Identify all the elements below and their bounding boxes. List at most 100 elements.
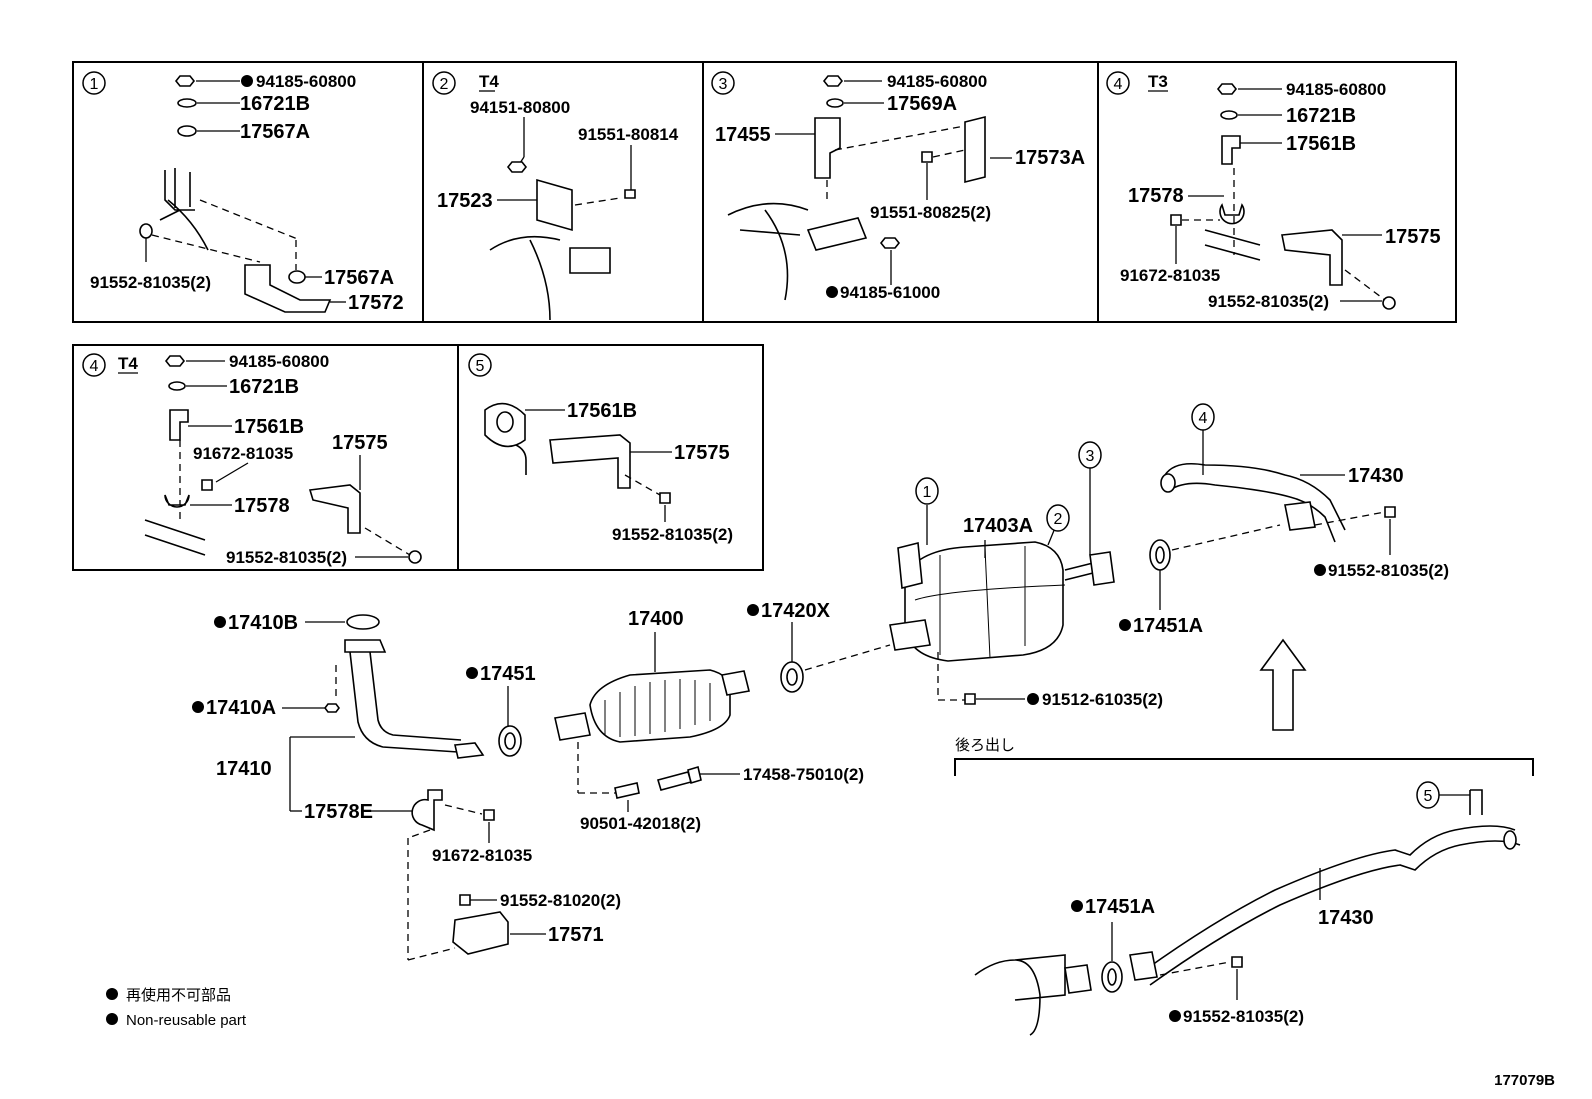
part-number-label: 17578 (234, 495, 290, 517)
callout-number: 3 (719, 76, 728, 93)
nut-icon (1216, 83, 1238, 95)
detail-box-1: 1 94185-60800 16721B 17567A 91552-81035(… (72, 61, 424, 323)
part-number-label: 94185-60800 (229, 352, 329, 371)
bracket-icon (452, 911, 509, 955)
part-number-label: 91672-81035 (1120, 266, 1220, 285)
detail-box-4-t4: 4 T4 94185-60800 16721B 17561B 91672-810… (72, 344, 459, 571)
legend-line-jp: 再使用不可部品 (126, 987, 231, 1004)
part-number-label: 17410 (216, 758, 272, 780)
variant-tag: T4 (118, 354, 138, 373)
bolt-icon (656, 765, 702, 791)
legend: 再使用不可部品 Non-reusable part (106, 987, 247, 1029)
callout-circle (1078, 441, 1102, 469)
part-number-label: 91552-81035(2) (1328, 561, 1449, 580)
callout-number: 5 (1424, 788, 1433, 805)
nut-icon (506, 161, 528, 173)
bolt-icon (659, 492, 671, 504)
part-number-label: 17571 (548, 924, 604, 946)
pipe-flange-icon (569, 247, 611, 274)
part-number-label: 17410B (228, 612, 298, 634)
part-number-label: 17451A (1133, 615, 1203, 637)
part-number-label: 17523 (437, 190, 493, 212)
part-number-label: 90501-42018(2) (580, 814, 701, 833)
bolt-icon (1170, 214, 1182, 226)
part-number-label: 16721B (229, 376, 299, 398)
non-reusable-bullet-icon (106, 988, 118, 1000)
part-number-label: 91551-80825(2) (870, 203, 991, 222)
bolt-icon (964, 693, 976, 705)
callout-number: 4 (1114, 76, 1123, 93)
part-number-label: 91552-81020(2) (500, 891, 621, 910)
pipe-flange-icon (344, 639, 387, 653)
stud-icon (614, 782, 640, 799)
bracket-icon (814, 117, 841, 179)
part-number-label: 17400 (628, 608, 684, 630)
part-number-label: 16721B (240, 93, 310, 115)
nut-icon (879, 237, 901, 249)
part-number-label: 91672-81035 (432, 846, 532, 865)
part-number-label: 94185-60800 (1286, 80, 1386, 99)
muffler-body-icon (727, 202, 809, 301)
pipe-flange-icon (721, 670, 750, 696)
pipe-flange-icon (1064, 964, 1092, 994)
hanger-bracket-icon (1221, 135, 1241, 165)
bracket-icon (536, 178, 573, 232)
bolt-icon (459, 894, 471, 906)
detail-box-2: 2 T4 94151-80800 91551-80814 17523 (422, 61, 704, 323)
callout-circle (82, 71, 106, 95)
legend-line-en: Non-reusable part (126, 1012, 247, 1029)
part-number-label: 17430 (1348, 465, 1404, 487)
pipe-icon (489, 235, 561, 321)
bolt-icon (624, 189, 636, 199)
bracket-icon (244, 264, 332, 313)
bolt-icon (1231, 956, 1243, 968)
bracket-icon (308, 484, 361, 534)
bracket-icon (1281, 229, 1343, 286)
hanger-rod-icon (1469, 789, 1483, 815)
main-assembly: 17410B 17410A 17410 17578E 91672-81035 9… (192, 403, 1449, 961)
part-number-label: 17455 (715, 124, 771, 146)
part-number-label: 17575 (1385, 226, 1441, 248)
detail-box-4-t3: 4 T3 94185-60800 16721B 17561B 17578 916… (1097, 61, 1457, 323)
part-number-label: 17451 (480, 663, 536, 685)
pipe-icon (144, 519, 206, 556)
part-number-label: 94185-60800 (887, 72, 987, 91)
bolt-icon (1384, 506, 1396, 518)
washer-icon (177, 98, 197, 108)
non-reusable-bullet-icon (106, 1013, 118, 1025)
part-number-label: 17569A (887, 93, 957, 115)
part-number-label: 94185-60800 (256, 72, 356, 91)
clamp-icon (411, 789, 443, 832)
part-number-label: 17578E (304, 801, 373, 823)
part-number-label: 17410A (206, 697, 276, 719)
nut-icon (822, 75, 844, 87)
part-number-label: 91512-61035(2) (1042, 690, 1163, 709)
callout-number: 1 (90, 76, 99, 93)
front-pipe-icon (349, 651, 462, 753)
part-number-label: 17451A (1085, 896, 1155, 918)
pipe-flange-icon (554, 712, 591, 741)
part-number-label: 94151-80800 (470, 98, 570, 117)
nut-icon (174, 75, 196, 87)
part-number-label: 16721B (1286, 105, 1356, 127)
pipe-flange-icon (1284, 501, 1316, 531)
part-number-label: 17573A (1015, 147, 1085, 169)
pipe-icon (515, 444, 527, 475)
bushing-icon (288, 270, 306, 284)
bolt-icon (483, 809, 495, 821)
muffler-body-icon (167, 199, 209, 251)
pipe-icon (1204, 229, 1261, 261)
tail-pipe-icon (1144, 825, 1521, 986)
callout-number: 4 (90, 358, 99, 375)
variant-tag: T4 (479, 72, 499, 91)
hanger-bracket-icon (897, 541, 923, 590)
part-number-label: 94185-61000 (840, 283, 940, 302)
part-number-label: 91552-81035(2) (1208, 292, 1329, 311)
part-number-label: 17561B (567, 400, 637, 422)
muffler-body-icon (974, 954, 1066, 1036)
variant-bracket (954, 758, 1534, 776)
pipe-flange-icon (1129, 951, 1158, 981)
callout-circle (1191, 403, 1215, 431)
detail-box-5: 5 17561B 17575 91552-81035(2) (457, 344, 764, 571)
